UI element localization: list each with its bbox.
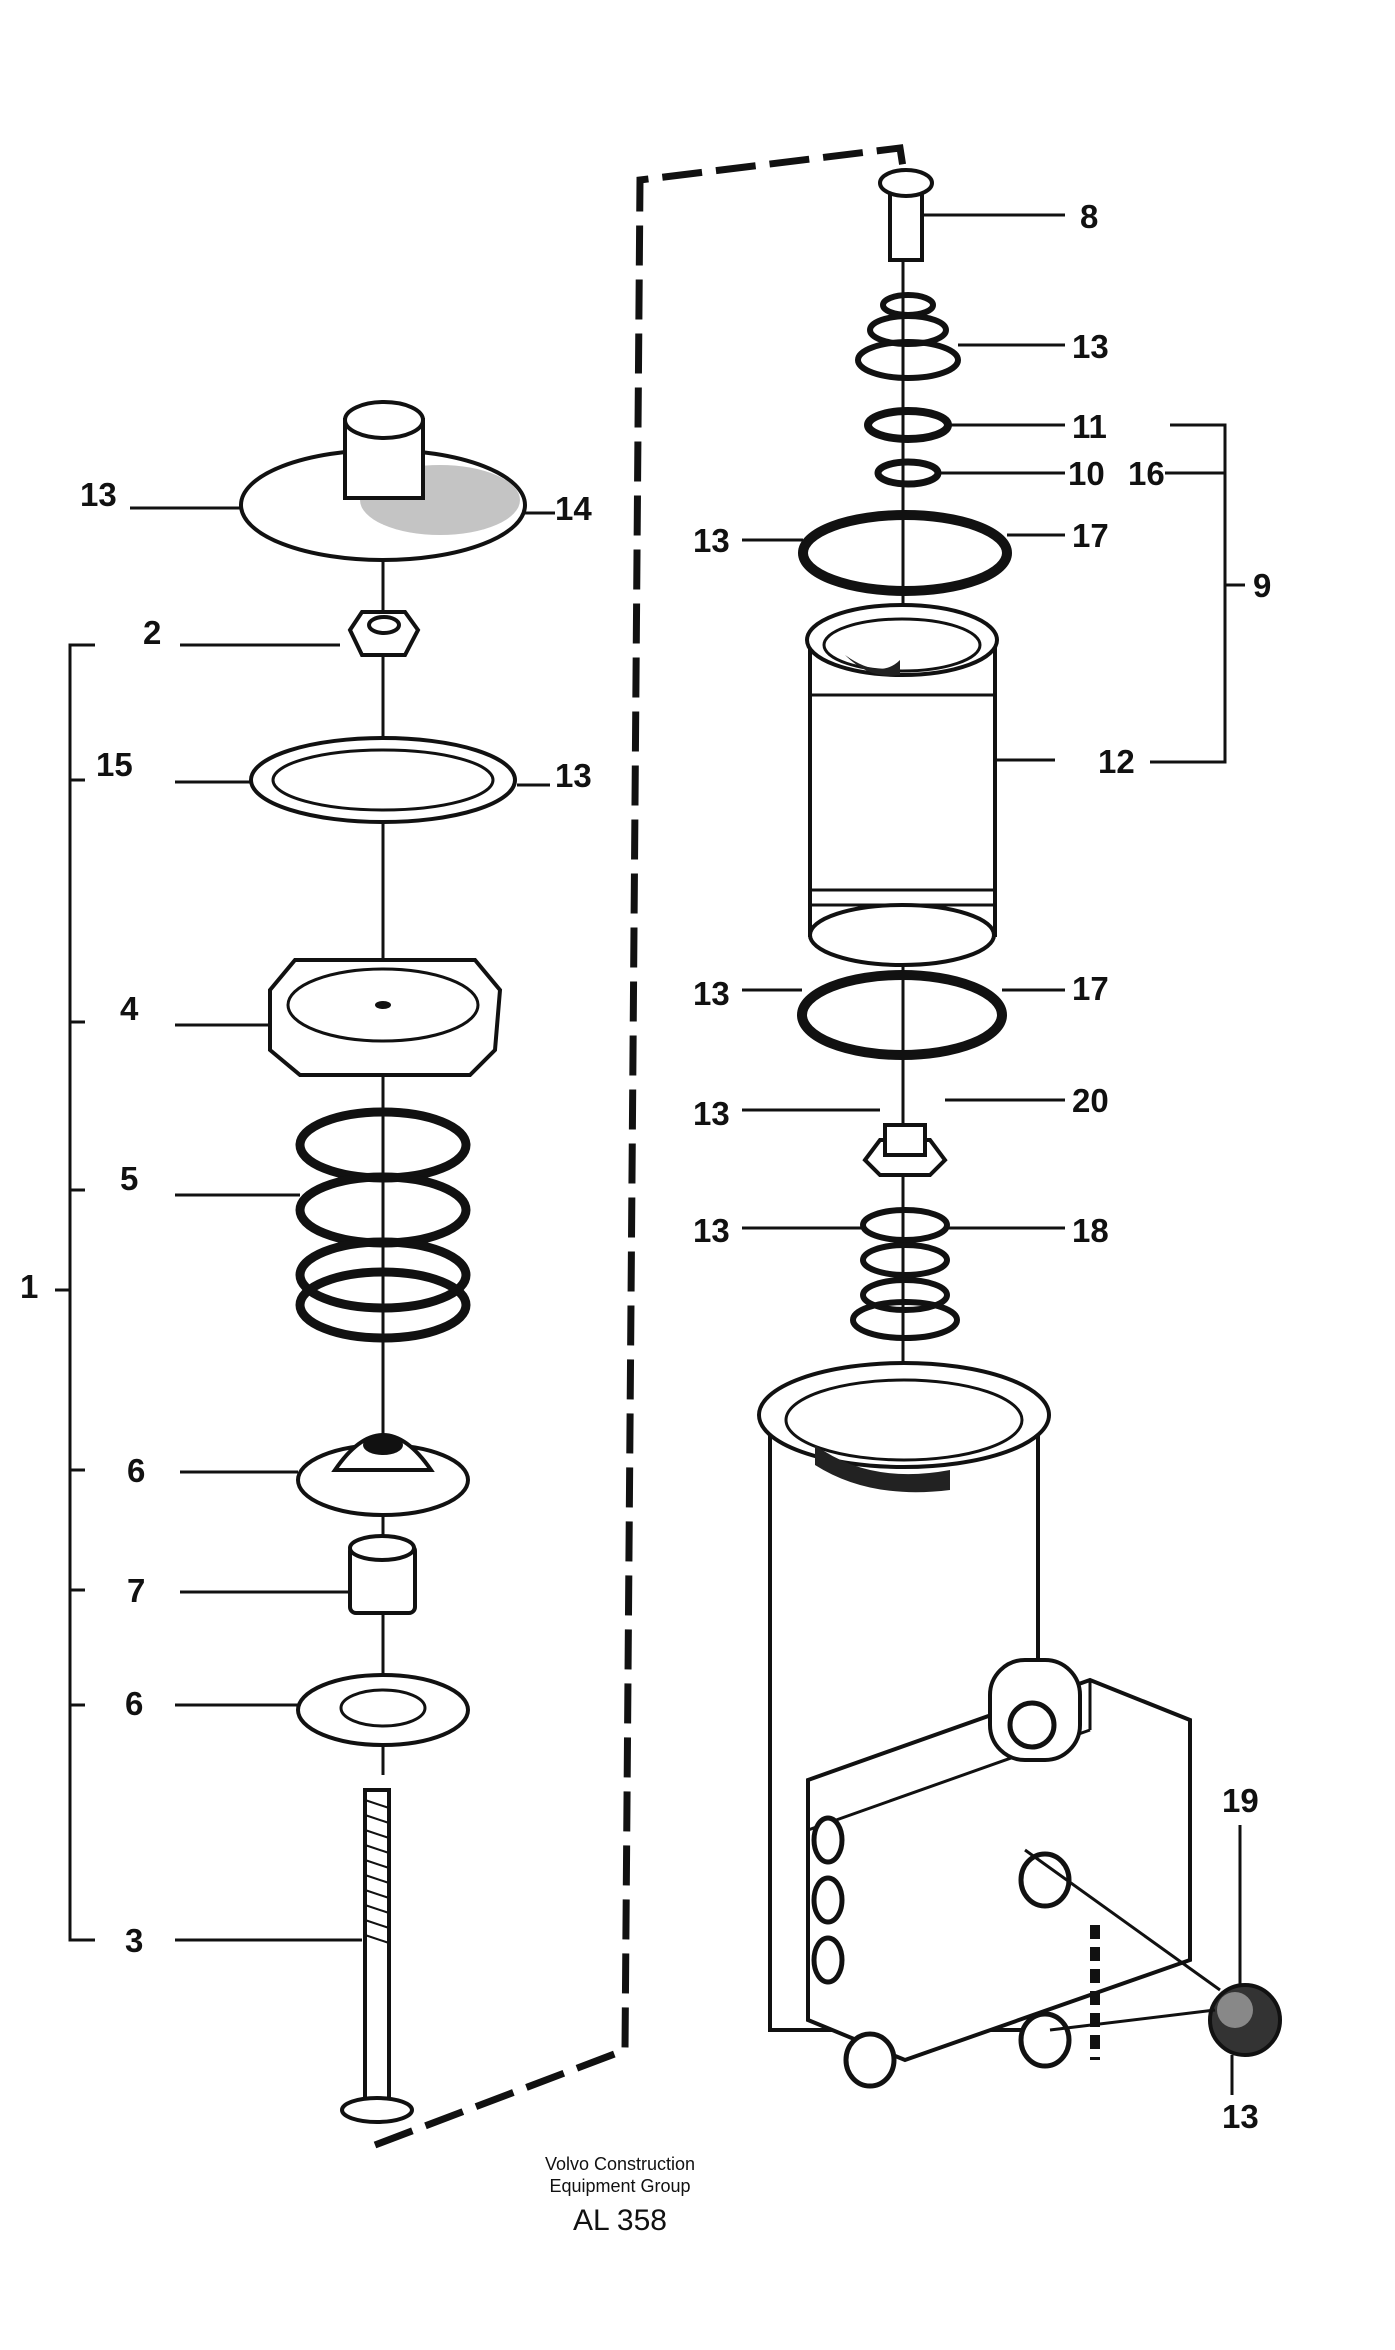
part-6-upper-dish [296, 1433, 470, 1517]
label-19: 19 [1222, 1782, 1259, 1819]
label-17-b: 17 [1072, 970, 1109, 1007]
part-19-plug [1208, 1983, 1282, 2057]
label-15: 15 [96, 746, 133, 783]
valve-housing [757, 1361, 1192, 2089]
footer-code: AL 358 [573, 2204, 667, 2237]
label-16: 16 [1128, 455, 1165, 492]
footer-line-1: Volvo Construction [545, 2154, 695, 2174]
label-11: 11 [1072, 408, 1107, 445]
label-18: 18 [1072, 1212, 1109, 1249]
label-13-f: 13 [693, 1095, 730, 1132]
label-6-a: 6 [127, 1452, 145, 1489]
part-7-bushing [348, 1534, 417, 1615]
label-14: 14 [555, 490, 592, 527]
label-3: 3 [125, 1922, 143, 1959]
label-13-h: 13 [1222, 2098, 1259, 2135]
part-6-lower-flange [296, 1673, 470, 1747]
label-1: 1 [20, 1268, 38, 1305]
label-7: 7 [127, 1572, 145, 1609]
part-17-lower-o-ring [797, 970, 1007, 1060]
part-8-pin [878, 168, 934, 262]
part-labels: 13 14 2 15 13 4 5 1 6 7 6 3 8 13 11 10 1… [20, 198, 1271, 2135]
label-10: 10 [1068, 455, 1105, 492]
label-20: 20 [1072, 1082, 1109, 1119]
footer-caption: Volvo Construction Equipment Group AL 35… [545, 2154, 695, 2237]
label-9: 9 [1253, 567, 1271, 604]
part-13-small-spring [855, 292, 961, 381]
footer-line-2: Equipment Group [549, 2176, 690, 2196]
label-13-d: 13 [693, 522, 730, 559]
part-20-retainer [862, 1123, 948, 1177]
part-5-spring [295, 1107, 471, 1343]
part-4-spring-plate [268, 958, 503, 1077]
label-13-g: 13 [693, 1212, 730, 1249]
label-13-b: 13 [555, 757, 592, 794]
bracket-assembly-1 [55, 643, 95, 1942]
label-13-e: 13 [693, 975, 730, 1012]
part-3-bolt [340, 1788, 414, 2124]
right-leader-lines [742, 213, 1242, 2095]
label-4: 4 [120, 990, 139, 1027]
label-5: 5 [120, 1160, 138, 1197]
label-17-a: 17 [1072, 517, 1109, 554]
label-2: 2 [143, 614, 161, 651]
left-leader-lines [130, 506, 555, 1942]
label-13-c: 13 [1072, 328, 1109, 365]
part-12-cylinder-sleeve [805, 603, 999, 967]
bracket-assembly-9 [1150, 423, 1245, 764]
part-10-o-ring [874, 458, 942, 488]
dashed-connector [373, 144, 909, 2149]
label-8: 8 [1080, 198, 1098, 235]
part-11-washer [864, 407, 952, 443]
part-14-diaphragm-cap [239, 400, 527, 562]
part-15-snap-ring [249, 736, 517, 824]
label-13-a: 13 [80, 476, 117, 513]
part-18-spring [850, 1207, 960, 1341]
label-12: 12 [1098, 743, 1135, 780]
label-6-b: 6 [125, 1685, 143, 1722]
part-2-nut [347, 610, 421, 657]
part-17-upper-o-ring [798, 510, 1012, 596]
